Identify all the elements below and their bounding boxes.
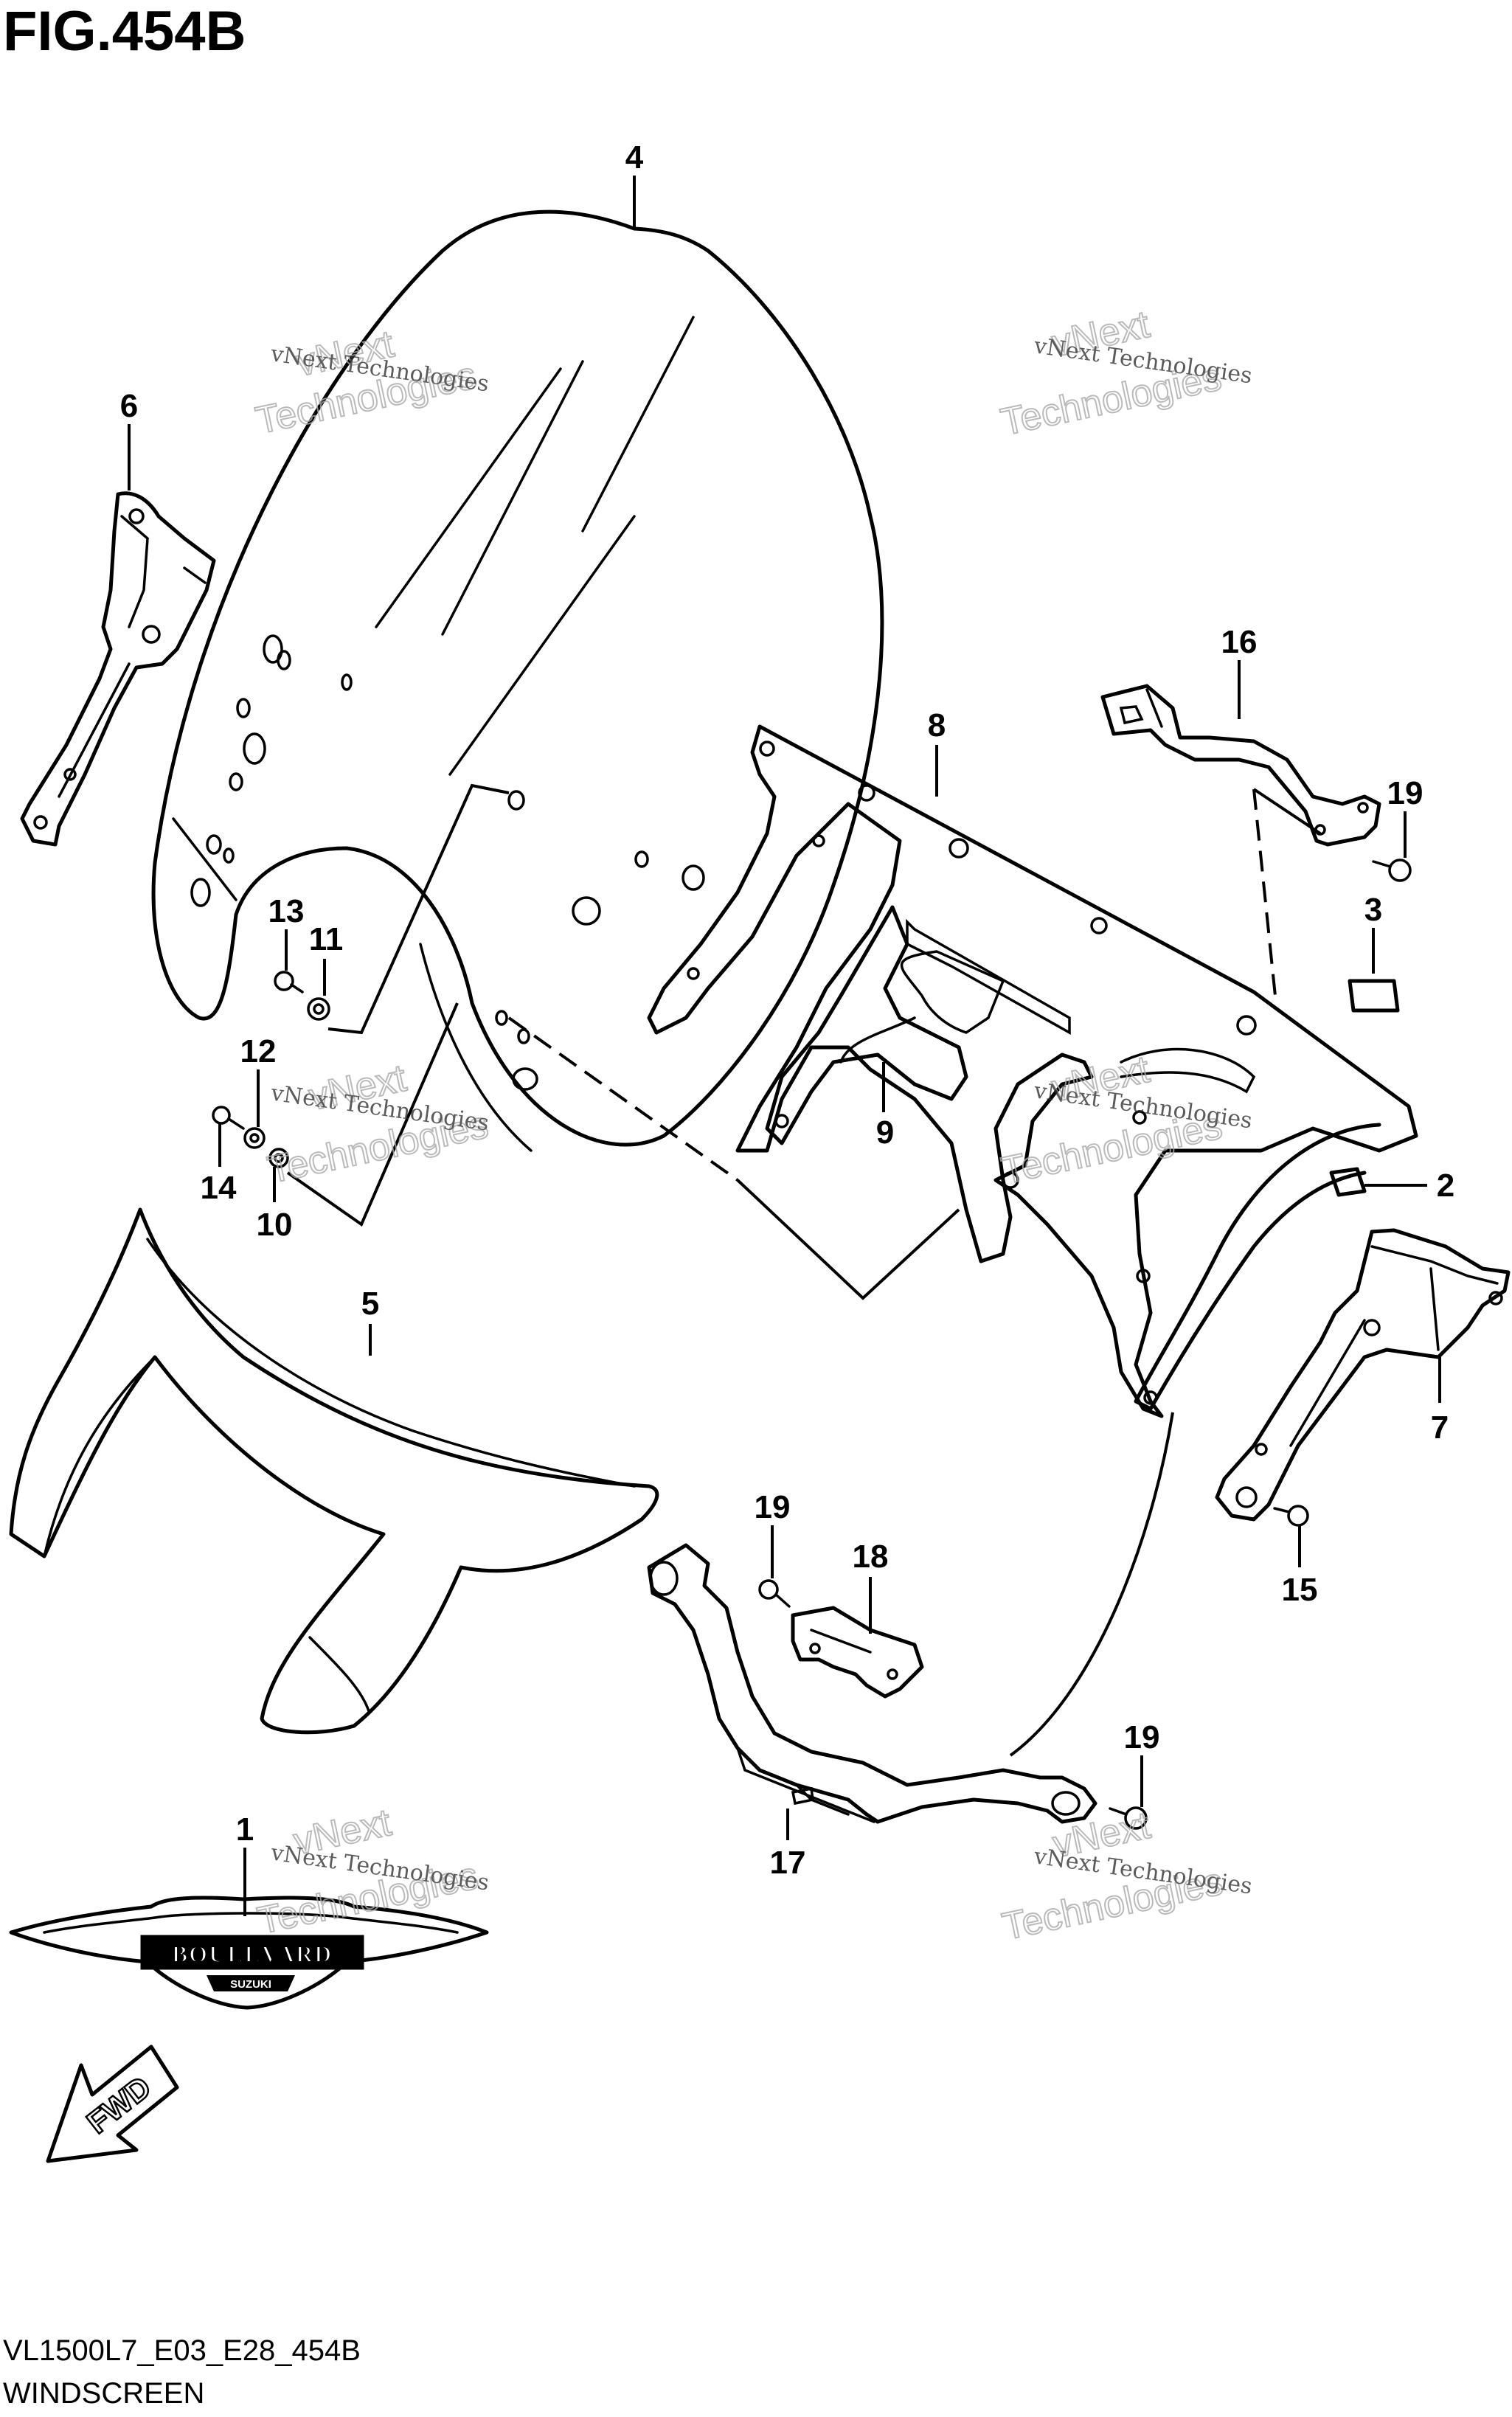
callout-11: 11 — [309, 921, 344, 957]
part-14-screw[interactable] — [212, 1106, 245, 1130]
part-3-cushion-pad[interactable] — [1348, 979, 1400, 1013]
figure-title: FIG.454B — [3, 0, 246, 63]
part-19-bolt-upper[interactable] — [1372, 859, 1412, 882]
callout-14: 14 — [201, 1170, 237, 1206]
part-11-nut[interactable] — [307, 997, 330, 1021]
part-4-windscreen[interactable] — [151, 209, 884, 1152]
callout-4: 4 — [625, 139, 644, 176]
callout-2: 2 — [1437, 1168, 1454, 1204]
emblem-main-text: BOULEVARD — [172, 1941, 333, 1967]
part-13-screw[interactable] — [274, 971, 304, 993]
part-6-left-bracket[interactable] — [20, 491, 216, 847]
part-16-stay-bracket[interactable] — [1100, 684, 1381, 847]
callout-1: 1 — [236, 1811, 254, 1848]
callout-20: 19 — [755, 1489, 791, 1525]
callout-7: 7 — [1431, 1409, 1449, 1446]
fwd-arrow-icon: FWD — [46, 2045, 179, 2163]
part-9-inner-bracket[interactable] — [765, 905, 968, 1145]
part-8-mounting-plate[interactable] — [647, 724, 1418, 1418]
emblem-sub-text: SUZUKI — [230, 1978, 271, 1991]
callout-15: 15 — [1282, 1572, 1318, 1608]
callout-10: 10 — [257, 1207, 293, 1243]
watermark-top-right: Technologies vNext vNext Technologies — [996, 302, 1254, 445]
fwd-label: FWD — [80, 2070, 157, 2140]
part-7-right-bracket[interactable] — [1215, 1228, 1511, 1522]
part-19-bolt-lower[interactable] — [1109, 1806, 1148, 1830]
watermark-middle-right: Technologies vNext vNext Technologies — [997, 1047, 1254, 1193]
callout-12: 12 — [240, 1033, 277, 1069]
watermark-bottom-right: Technologies vNext vNext Technologies — [998, 1803, 1254, 1949]
callout-16: 16 — [1221, 624, 1258, 660]
part-2-cushion-pad[interactable] — [1329, 1167, 1367, 1197]
callout-18: 18 — [853, 1539, 889, 1575]
part-18-clamp[interactable] — [791, 1606, 924, 1699]
figure-caption: WINDSCREEN — [3, 2377, 204, 2410]
callout-9: 9 — [876, 1114, 894, 1151]
watermark-top-left: Technologies vNext vNext Technologies — [252, 322, 490, 443]
part-17-lower-stay[interactable] — [647, 1543, 1097, 1824]
watermark-middle-left: Technologies vNext vNext Technologies — [263, 1056, 493, 1193]
callout-8: 8 — [928, 707, 946, 743]
part-15-screw[interactable] — [1273, 1505, 1309, 1527]
part-1-emblem[interactable]: BOULEVARD SUZUKI — [9, 1896, 489, 2010]
part-20-bolt[interactable] — [758, 1579, 791, 1608]
callout-6: 6 — [120, 388, 138, 424]
callout-5: 5 — [361, 1286, 379, 1322]
part-10-grommet[interactable] — [268, 1148, 289, 1168]
callout-13: 13 — [268, 893, 305, 929]
part-5-lower-cover[interactable] — [9, 1207, 659, 1735]
part-12-washer[interactable] — [243, 1127, 266, 1149]
figure-code: VL1500L7_E03_E28_454B — [3, 2334, 361, 2367]
callout-3: 3 — [1364, 892, 1382, 928]
callout-19-lower: 19 — [1124, 1719, 1160, 1755]
callout-17: 17 — [770, 1845, 806, 1881]
callout-19-upper: 19 — [1387, 775, 1423, 811]
